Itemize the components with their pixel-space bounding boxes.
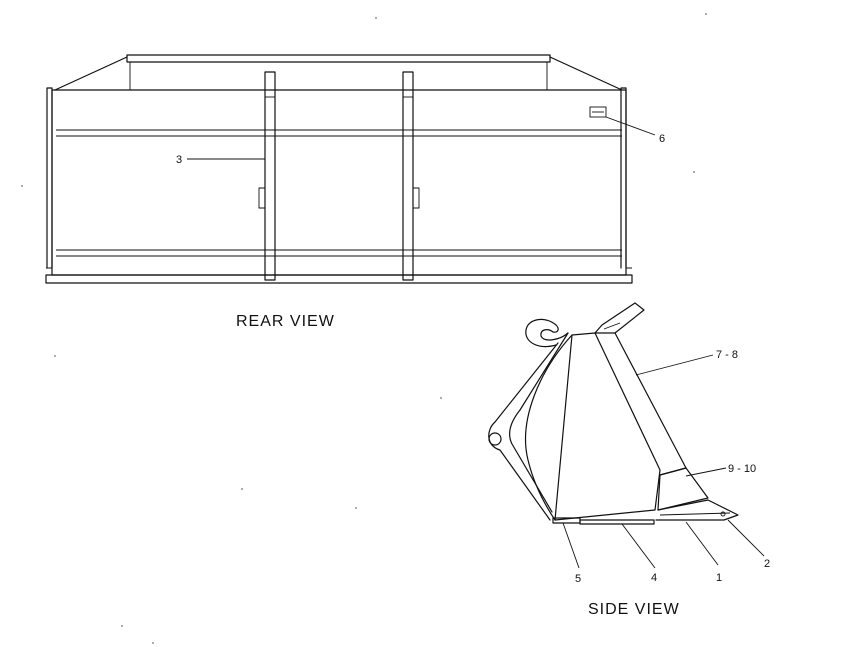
leader-1 [685, 521, 719, 566]
callout-3: 3 [176, 154, 182, 166]
rear-view-drawing [45, 54, 633, 284]
callout-5: 5 [575, 573, 581, 585]
scan-specks [21, 13, 707, 644]
side-view-title: SIDE VIEW [588, 601, 680, 618]
callout-2: 2 [764, 558, 770, 570]
callout-9-10: 9 - 10 [728, 463, 756, 475]
leader-4 [621, 523, 656, 569]
leader-5 [562, 522, 580, 569]
leader-7-8 [635, 354, 714, 376]
callout-6: 6 [659, 133, 665, 145]
leader-9-10 [685, 467, 727, 477]
callout-7-8: 7 - 8 [716, 349, 738, 361]
leader-2 [727, 519, 765, 557]
callout-4: 4 [651, 572, 657, 584]
callout-1: 1 [716, 572, 722, 584]
leader-6 [605, 116, 656, 136]
side-view-drawing [488, 302, 739, 525]
rear-view-title: REAR VIEW [236, 313, 335, 330]
